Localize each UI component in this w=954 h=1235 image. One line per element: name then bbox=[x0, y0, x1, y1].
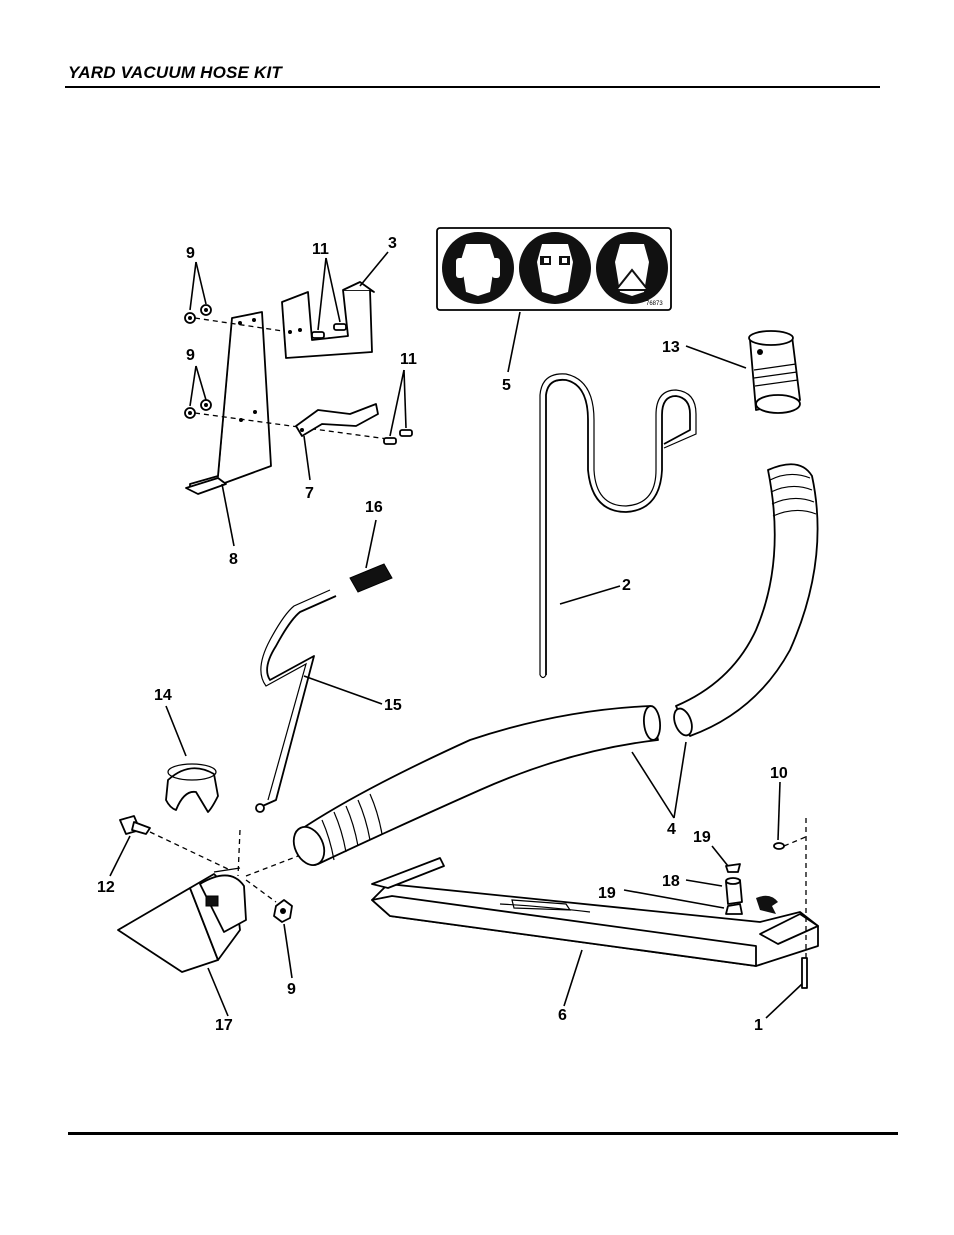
hex-nut-part-9-upper bbox=[184, 304, 212, 324]
cotter-pin-part-10 bbox=[773, 842, 785, 850]
ear-protection-icon bbox=[442, 232, 514, 304]
respirator-mask-icon bbox=[596, 232, 668, 304]
callout-10: 10 bbox=[770, 765, 788, 782]
callout-12: 12 bbox=[97, 879, 115, 896]
callout-9: 9 bbox=[287, 981, 296, 998]
mounting-plate-part-8 bbox=[185, 311, 272, 495]
eye-protection-icon bbox=[519, 232, 591, 304]
header-rule bbox=[65, 86, 880, 88]
callout-15: 15 bbox=[384, 697, 402, 714]
page-title: YARD VACUUM HOSE KIT bbox=[68, 63, 282, 82]
callout-9: 9 bbox=[186, 245, 195, 262]
screw-part-11-lower bbox=[383, 429, 413, 445]
callout-9: 9 bbox=[186, 347, 195, 364]
callout-19: 19 bbox=[598, 885, 616, 902]
callout-2: 2 bbox=[622, 577, 631, 594]
hex-nut-part-9-nozzle bbox=[273, 899, 293, 923]
leader-lines bbox=[109, 251, 803, 1019]
callout-17: 17 bbox=[215, 1017, 233, 1034]
callout-18: 18 bbox=[662, 873, 680, 890]
handle-grip-part-16 bbox=[349, 563, 393, 593]
callout-16: 16 bbox=[365, 499, 383, 516]
hose-adapter-part-13 bbox=[748, 330, 801, 414]
channel-bracket-part-3 bbox=[281, 281, 375, 359]
callout-8: 8 bbox=[229, 551, 238, 568]
callout-3: 3 bbox=[388, 235, 397, 252]
callout-1: 1 bbox=[754, 1017, 763, 1034]
decal-code: 76873 bbox=[646, 301, 663, 307]
callout-labels: 9 11 3 9 11 7 8 5 13 16 2 14 15 10 4 19 … bbox=[97, 235, 788, 1034]
callout-19: 19 bbox=[693, 829, 711, 846]
vacuum-nozzle-part-17 bbox=[117, 867, 247, 973]
washer-part-19-upper bbox=[725, 863, 741, 873]
spacer-part-18 bbox=[725, 877, 743, 905]
footer-rule bbox=[68, 1132, 898, 1135]
callout-6: 6 bbox=[558, 1007, 567, 1024]
callout-5: 5 bbox=[502, 377, 511, 394]
small-bracket-part-7 bbox=[295, 403, 379, 437]
callout-13: 13 bbox=[662, 339, 680, 356]
direction-arrow-icon bbox=[756, 895, 778, 914]
callout-4: 4 bbox=[667, 821, 676, 838]
callout-7: 7 bbox=[305, 485, 314, 502]
callout-14: 14 bbox=[154, 687, 172, 704]
hex-nut-part-9-lower bbox=[184, 399, 212, 419]
callout-11: 11 bbox=[400, 351, 417, 368]
callout-11: 11 bbox=[312, 241, 329, 258]
pin-part-1 bbox=[801, 957, 808, 989]
wire-holder-part-2 bbox=[539, 373, 697, 679]
flex-hose-part-4 bbox=[292, 463, 819, 866]
base-tray-part-6 bbox=[371, 857, 819, 967]
hose-clamp-part-14 bbox=[165, 763, 219, 813]
safety-decal-part-5: 76873 bbox=[436, 227, 672, 311]
washer-part-19-lower bbox=[725, 903, 743, 915]
handle-rod-part-15 bbox=[255, 589, 337, 813]
bolt-part-12 bbox=[119, 815, 151, 835]
screw-part-11-upper bbox=[311, 323, 347, 339]
